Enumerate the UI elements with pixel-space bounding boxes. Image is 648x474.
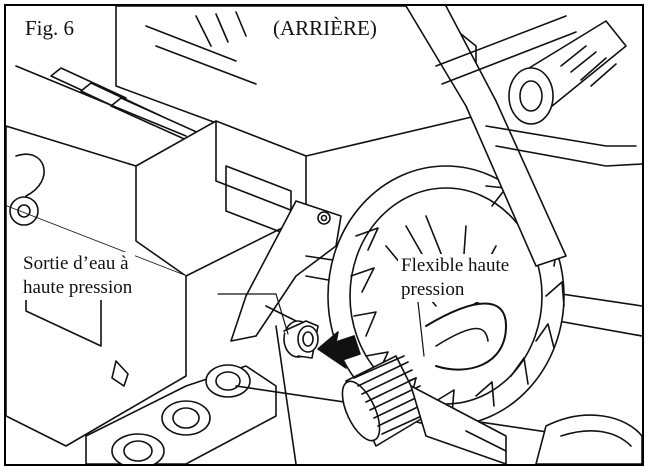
insert-arrow: [317, 331, 361, 369]
lower-hose-guard: [535, 414, 642, 464]
view-label: (ARRIÈRE): [270, 16, 380, 40]
hose-bend: [425, 302, 507, 371]
top-grille: [15, 6, 477, 157]
callout-high-pressure-hose: Flexible haute pression: [398, 254, 513, 302]
callout-outlet-line1: Sortie d’eau à: [23, 253, 129, 274]
handle-frame: [405, 6, 642, 267]
callout-hose-line1: Flexible haute: [401, 255, 510, 276]
callout-outlet-line2: haute pression: [23, 277, 133, 298]
line-drawing: [6, 6, 642, 464]
leader-lines: [217, 293, 425, 357]
accessory-holders: [85, 364, 277, 464]
figure-number: Fig. 6: [22, 16, 78, 40]
hose-connector: [341, 355, 507, 464]
outlet-fitting: [283, 320, 319, 359]
callout-hose-line2: pression: [401, 279, 465, 300]
handle-grip: [508, 20, 627, 125]
figure-frame: Fig. 6 (ARRIÈRE) Sortie d’eau à haute pr…: [4, 4, 644, 466]
callout-water-outlet: Sortie d’eau à haute pression: [20, 252, 136, 300]
